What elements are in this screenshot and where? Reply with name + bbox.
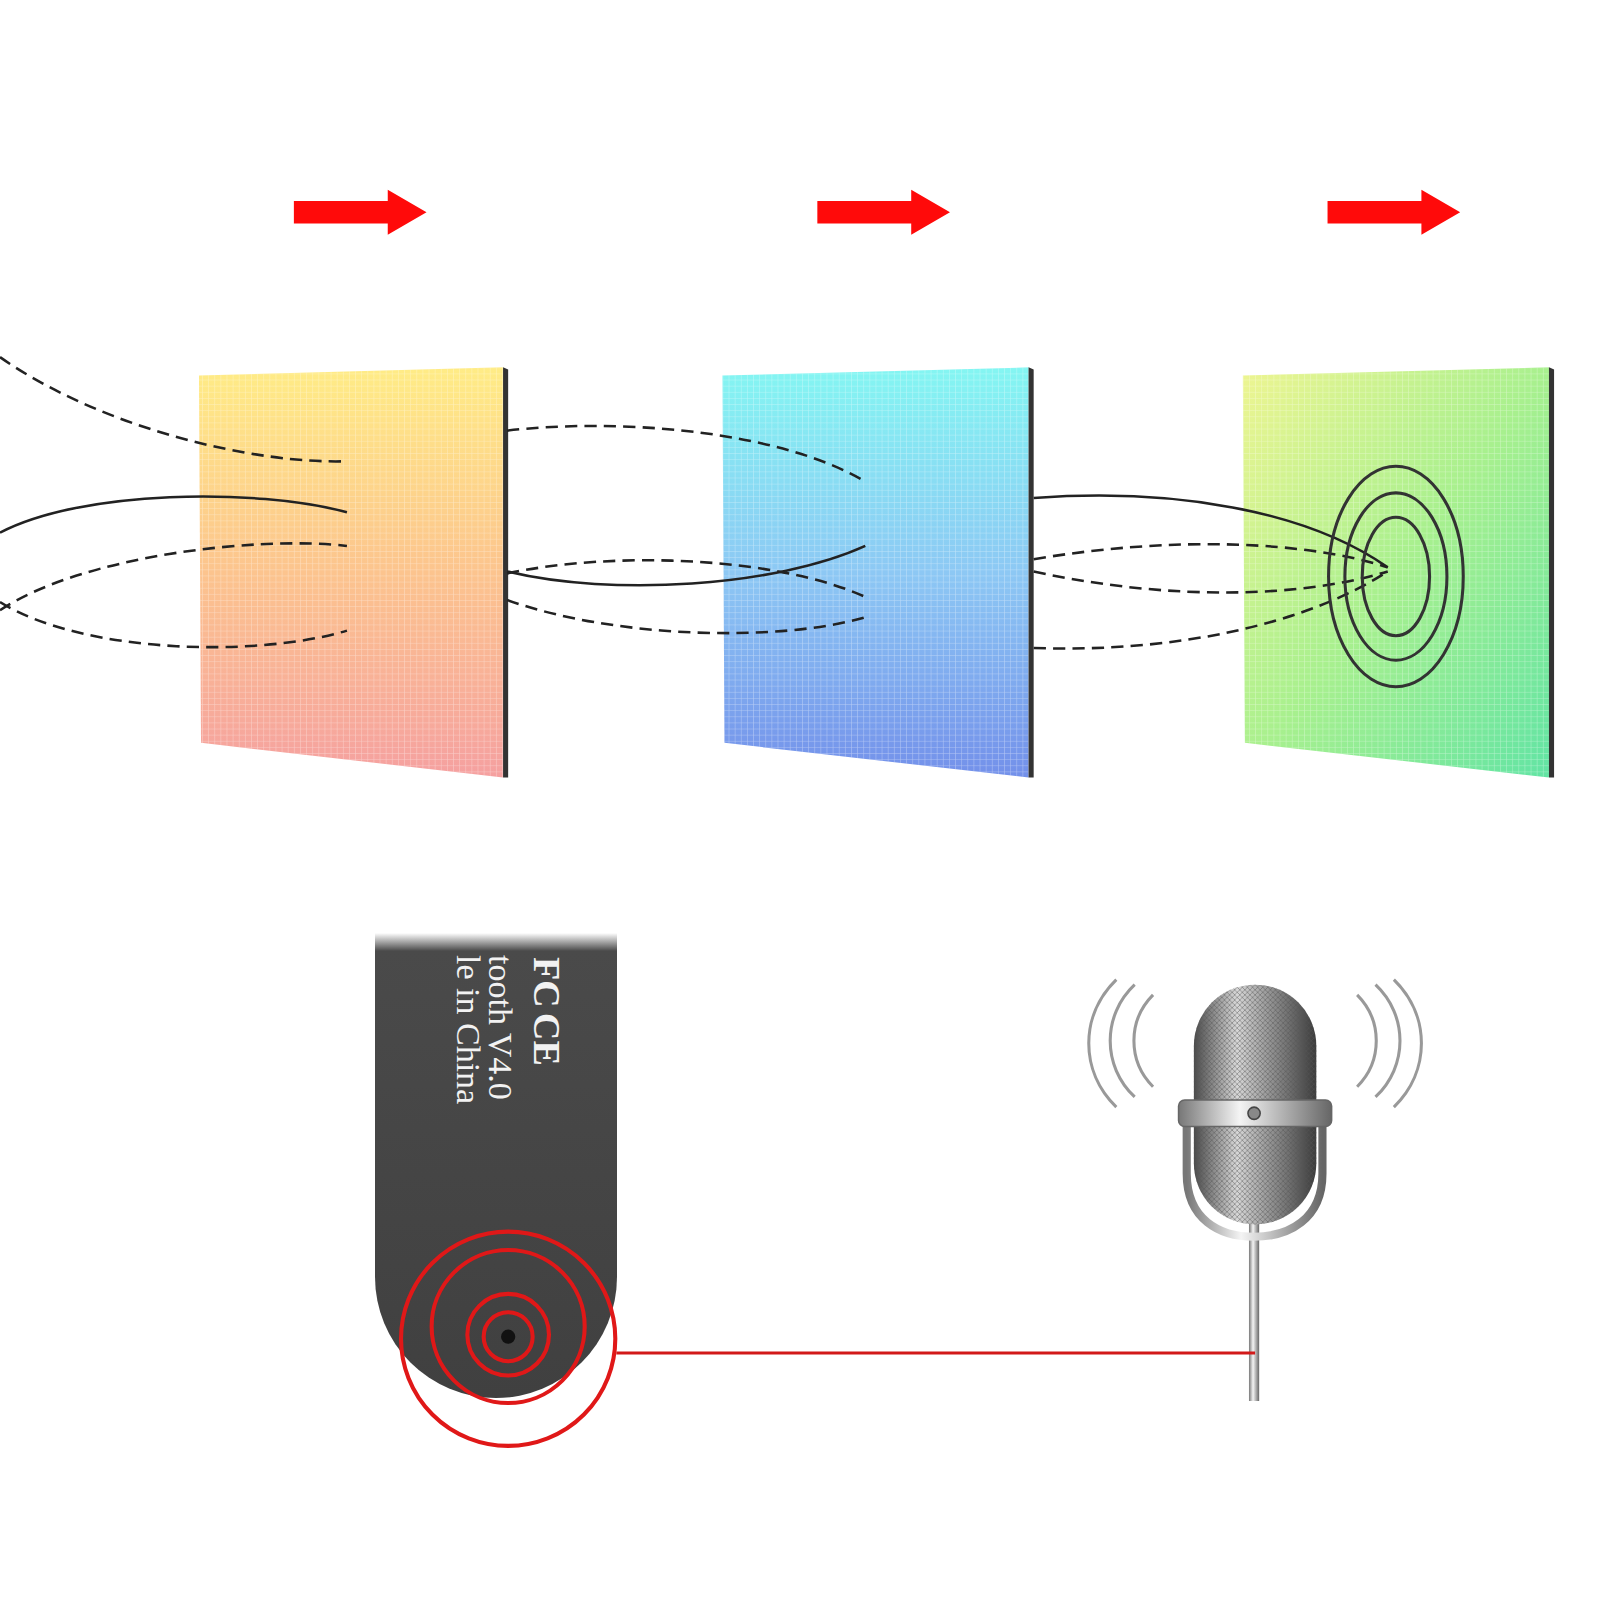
- sound-wave: [1110, 985, 1134, 1097]
- panel-face: [722, 367, 1028, 777]
- direction-arrows: [294, 190, 1460, 235]
- mic-mesh: [1194, 985, 1316, 1225]
- sound-wave: [1089, 980, 1117, 1108]
- light-paths: [0, 357, 1388, 648]
- microphone: [1089, 980, 1422, 1401]
- focus-rings: [1329, 466, 1464, 686]
- device-marking: tooth V4.0: [483, 955, 517, 1100]
- panel: [199, 367, 508, 777]
- mic-holder: [1187, 1112, 1323, 1236]
- mic-stand: [1249, 1219, 1259, 1401]
- mic-ring: [1179, 1100, 1332, 1127]
- solid-ray: [507, 546, 865, 585]
- sound-wave: [1134, 995, 1153, 1087]
- scaled-art: [0, 190, 1554, 1446]
- panel: [1243, 367, 1554, 777]
- panel-face: [199, 367, 503, 777]
- sound-wave: [1357, 995, 1376, 1087]
- panel-edge: [503, 367, 508, 777]
- sound-wave: [1375, 985, 1399, 1097]
- panel-grid: [199, 367, 503, 777]
- dashed-ray: [1034, 571, 1388, 648]
- device-marking: le in China: [451, 955, 485, 1104]
- red-arrow: [817, 190, 950, 235]
- panel-grid: [1243, 367, 1549, 777]
- solid-ray: [0, 496, 347, 532]
- device-body: FCCE tooth V4.0le in China: [375, 933, 617, 1398]
- dashed-ray: [0, 357, 347, 461]
- device-marking: CE: [528, 1013, 566, 1066]
- focus-ring: [1345, 493, 1447, 660]
- dashed-ray: [507, 600, 865, 633]
- dashed-ray: [507, 560, 865, 597]
- device-marking: FC: [528, 957, 566, 1008]
- dashed-ray: [0, 543, 347, 610]
- dashed-ray: [507, 426, 865, 482]
- mic-screw: [1248, 1107, 1260, 1119]
- dashed-ray: [1034, 571, 1388, 592]
- panel-edge: [1549, 367, 1554, 777]
- solid-ray: [1034, 496, 1388, 568]
- dashed-ray: [0, 602, 347, 647]
- red-leader-line: [616, 1352, 1255, 1355]
- panel-grid: [722, 367, 1028, 777]
- sound-wave: [1394, 980, 1422, 1108]
- panel: [722, 367, 1033, 777]
- mic-head: [1194, 985, 1316, 1225]
- red-arrow: [1328, 190, 1461, 235]
- focus-ring: [1362, 517, 1429, 635]
- sound-waves: [1089, 980, 1422, 1108]
- panel-edge: [1029, 367, 1034, 777]
- focus-ring: [1329, 466, 1464, 686]
- panel-face: [1243, 367, 1549, 777]
- red-arrow: [294, 190, 427, 235]
- dashed-ray: [1034, 544, 1388, 567]
